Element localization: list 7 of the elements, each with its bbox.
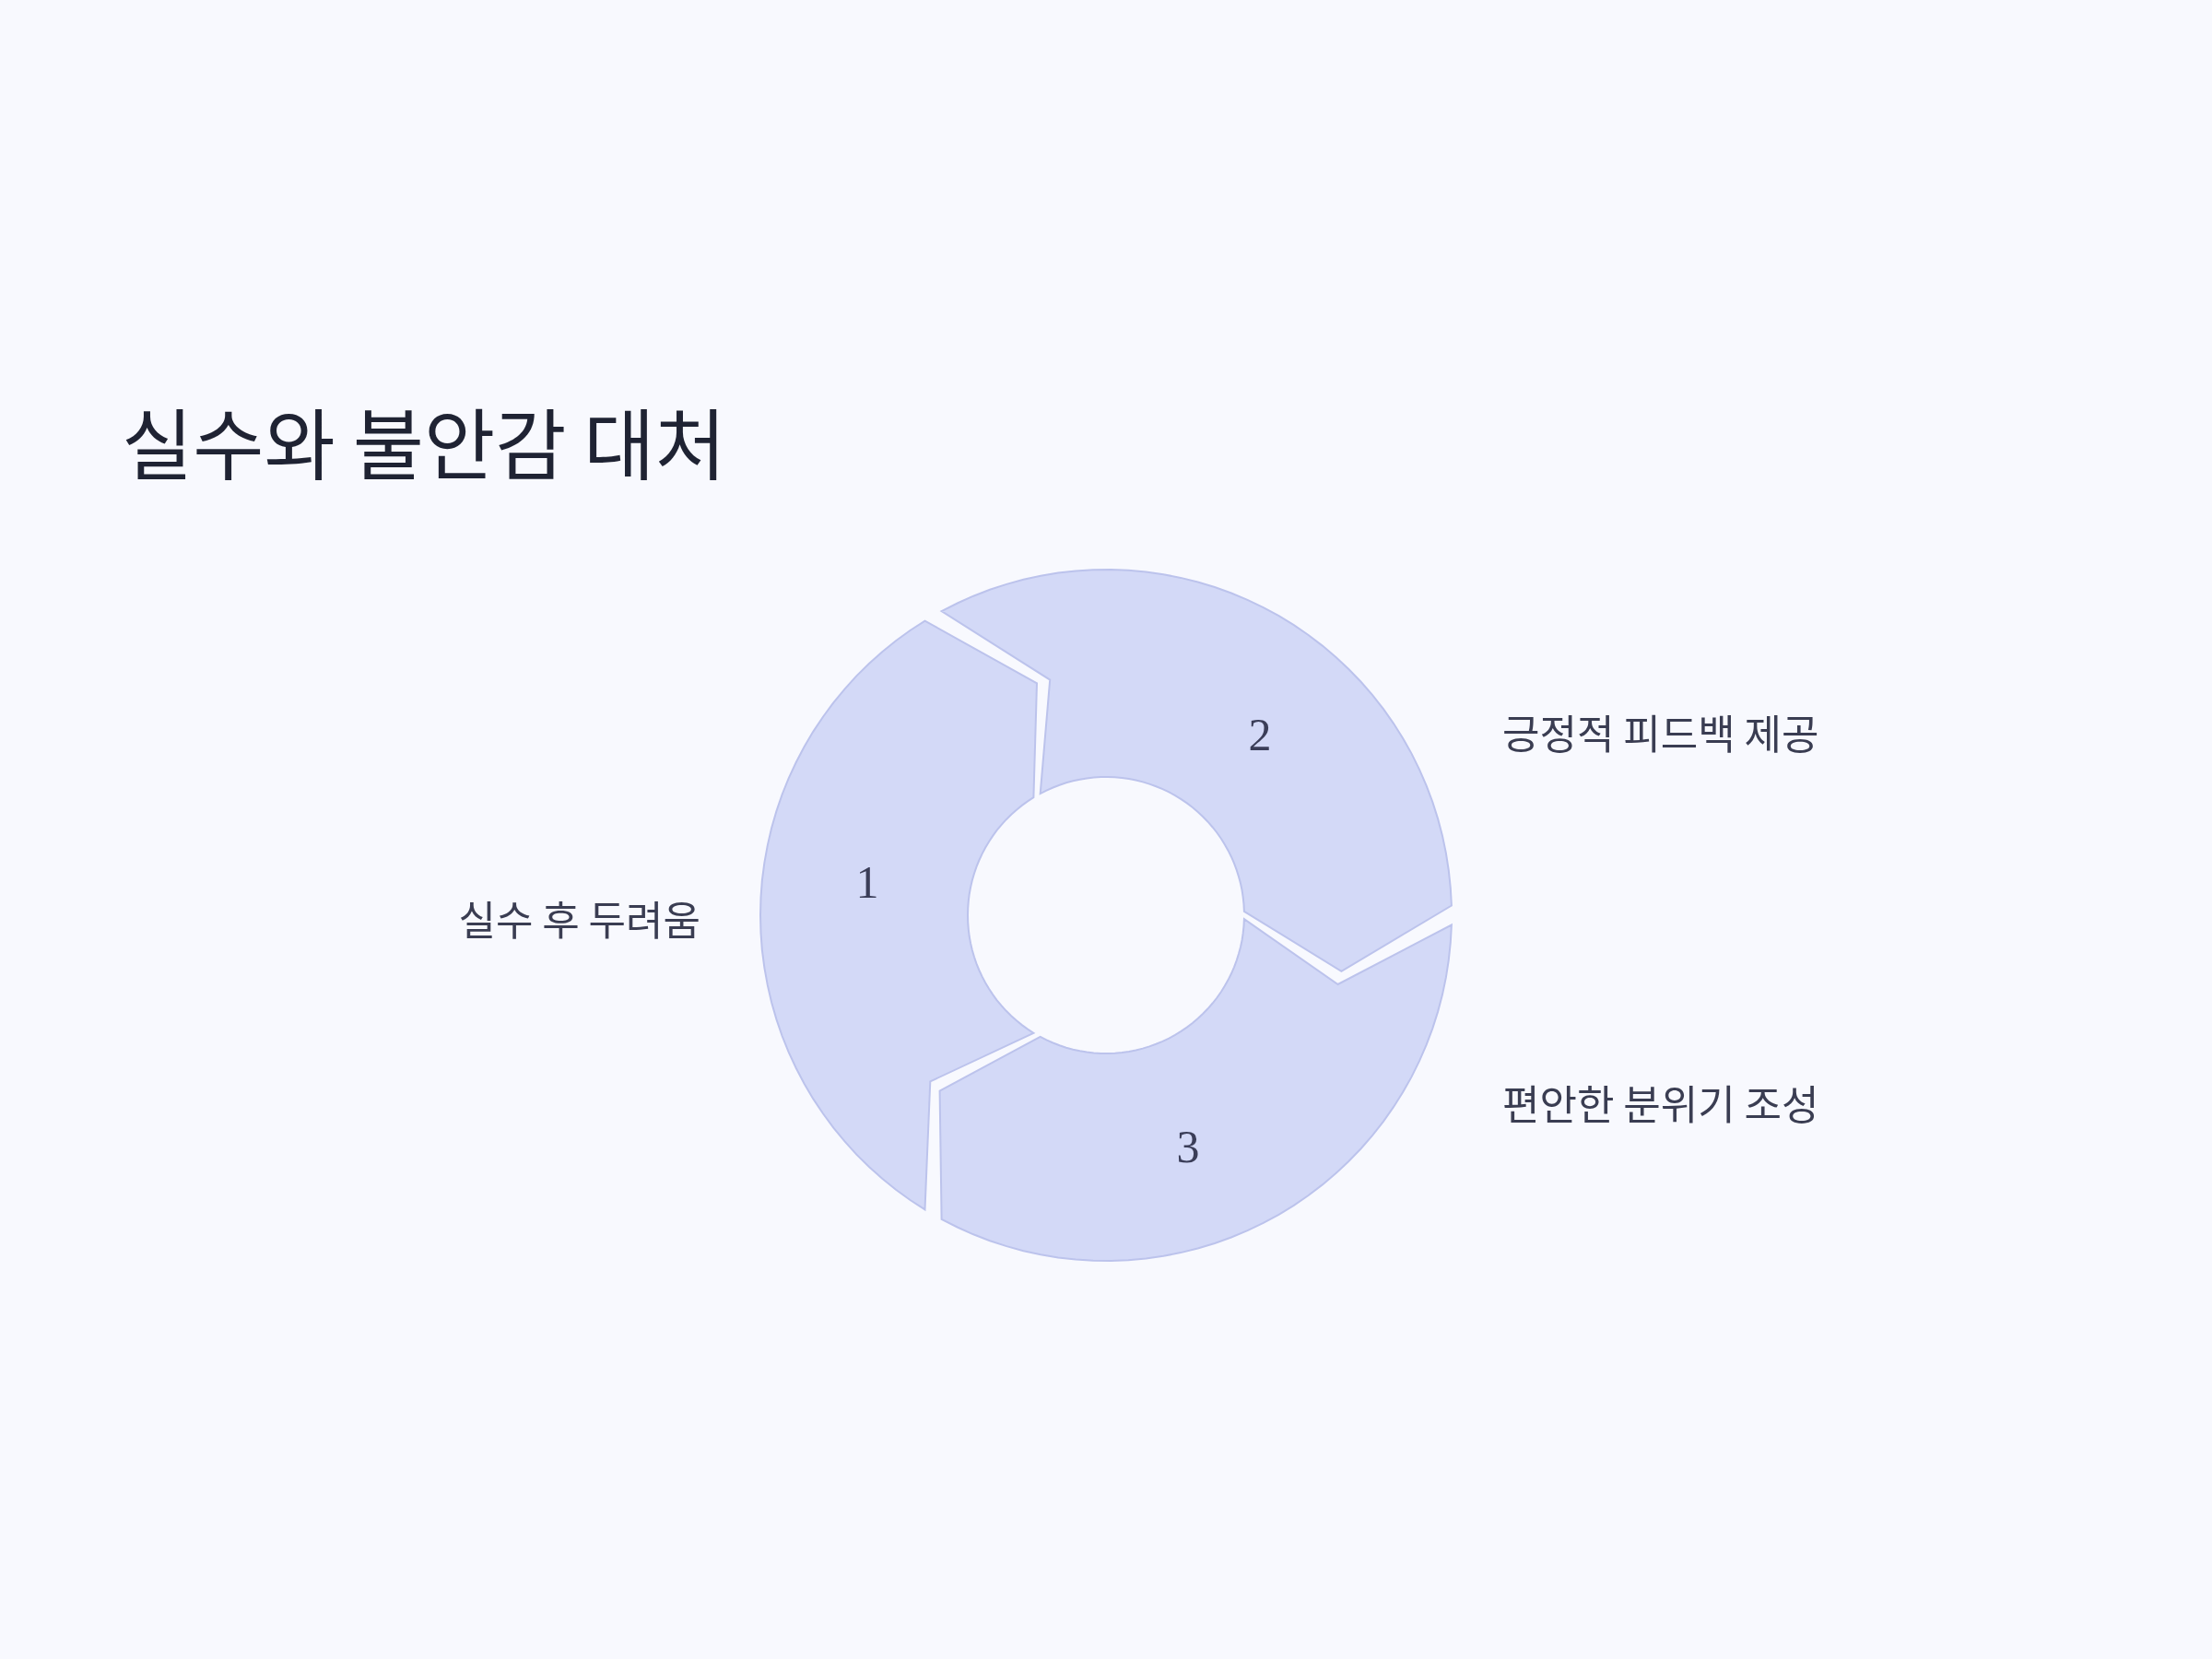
step-caption: 긍정적 피드백 제공 (1502, 706, 1820, 759)
step-number: 3 (1176, 1124, 1200, 1170)
step-caption: 편안한 분위기 조성 (1502, 1077, 1820, 1130)
title: 실수와 불안감 대처 (122, 394, 726, 488)
step-number: 2 (1248, 712, 1272, 758)
step-number: 1 (855, 859, 879, 905)
step-caption: 실수 후 두려움 (457, 892, 700, 946)
